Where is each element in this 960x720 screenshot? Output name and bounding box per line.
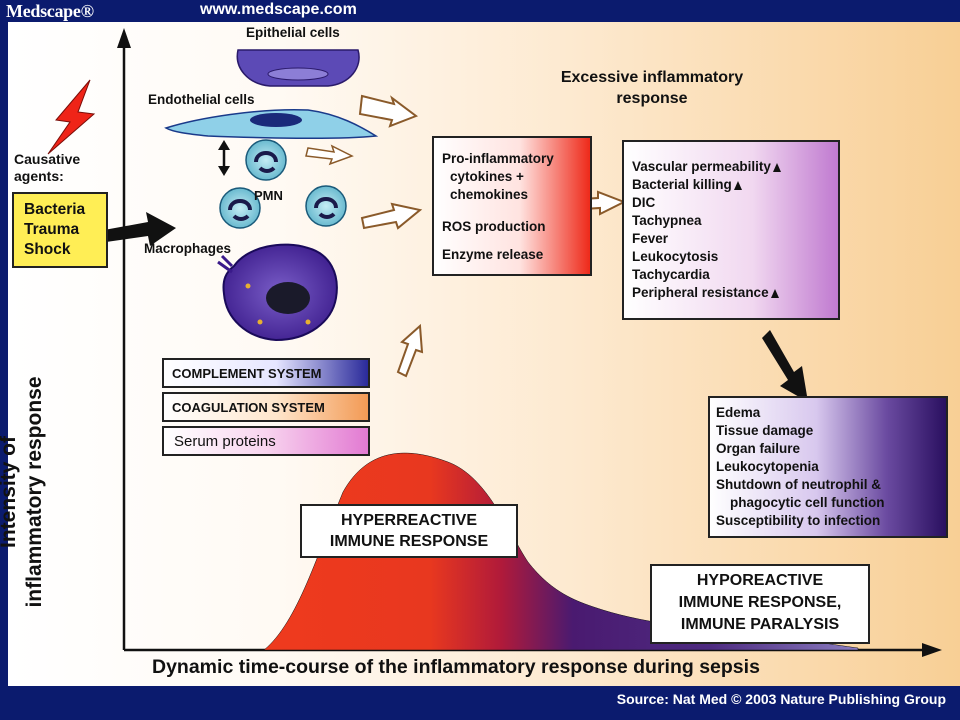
consequence-item: Shutdown of neutrophil & <box>716 477 881 492</box>
pmn-cell-icon <box>245 139 287 181</box>
cause-item: Trauma <box>24 221 80 238</box>
serum-proteins-label: Serum proteins <box>174 433 276 450</box>
endothelial-cells-label: Endothelial cells <box>148 92 255 107</box>
hyporeactive-line: IMMUNE RESPONSE, <box>678 594 842 611</box>
pmn-cell-icon <box>305 185 347 227</box>
effect-item: Bacterial killing <box>632 176 742 195</box>
hyporeactive-box: HYPOREACTIVE IMMUNE RESPONSE, IMMUNE PAR… <box>650 564 870 644</box>
pmn-label: PMN <box>254 188 283 203</box>
hyperreactive-line: IMMUNE RESPONSE <box>329 533 489 550</box>
hyperreactive-line: HYPERREACTIVE <box>340 512 478 529</box>
macrophage-cell-icon <box>217 243 338 342</box>
effect-item: Fever <box>632 231 669 246</box>
y-axis-label: Intensity of inflammatory response <box>0 376 46 608</box>
effect-item: Tachycardia <box>632 267 710 282</box>
causes-box: Bacteria Trauma Shock <box>12 192 108 268</box>
x-axis-label: Dynamic time-course of the inflammatory … <box>152 656 760 678</box>
hollow-arrow-icon <box>358 94 419 128</box>
endothelial-cell-icon <box>164 108 379 140</box>
mediator-item: cytokines + <box>450 169 524 184</box>
effect-item: DIC <box>632 195 656 210</box>
bottom-bar: Source: Nat Med © 2003 Nature Publishing… <box>0 686 960 720</box>
epithelial-cells-label: Epithelial cells <box>246 25 340 40</box>
consequence-item: Leukocytopenia <box>716 459 819 474</box>
arrow-up-icon <box>770 289 779 298</box>
consequence-item: Organ failure <box>716 441 801 456</box>
effects-box: Vascular permeability Bacterial killing … <box>622 140 840 320</box>
effect-item: Peripheral resistance <box>632 284 779 303</box>
complement-system-box: COMPLEMENT SYSTEM <box>162 358 370 388</box>
arrow-up-icon <box>733 181 742 190</box>
black-arrow-icon <box>762 330 808 402</box>
effect-item: Vascular permeability <box>632 158 781 177</box>
diagram-canvas <box>47 28 942 657</box>
epithelial-cell-icon <box>236 49 360 87</box>
hollow-arrow-icon <box>305 144 354 166</box>
source-credit: Source: Nat Med © 2003 Nature Publishing… <box>616 691 946 707</box>
hyporeactive-line: IMMUNE PARALYSIS <box>680 616 840 633</box>
excessive-response-title: Excessive inflammatory response <box>560 69 744 107</box>
causative-agents-title: Causative agents: <box>14 151 81 184</box>
cause-item: Bacteria <box>24 201 86 218</box>
coagulation-system-box: COAGULATION SYSTEM <box>162 392 370 422</box>
macrophages-label: Macrophages <box>144 241 232 256</box>
consequence-item: phagocytic cell function <box>730 495 885 510</box>
black-arrow-icon <box>104 212 176 246</box>
top-bar: Medscape® www.medscape.com <box>0 0 960 22</box>
hyperreactive-box: HYPERREACTIVE IMMUNE RESPONSE <box>300 504 518 558</box>
complement-system-label: COMPLEMENT SYSTEM <box>172 366 322 381</box>
effect-item: Tachypnea <box>632 213 702 228</box>
consequences-box: Edema Tissue damage Organ failure Leukoc… <box>708 396 948 538</box>
diagram-panel: Causative agents: Bacteria Trauma Shock … <box>0 22 960 686</box>
hollow-arrow-icon <box>360 202 423 230</box>
coagulation-system-label: COAGULATION SYSTEM <box>172 400 325 415</box>
cause-item: Shock <box>24 241 71 258</box>
brand-logo: Medscape® <box>6 1 94 21</box>
arrow-up-icon <box>772 163 781 172</box>
hyporeactive-line: HYPOREACTIVE <box>696 572 824 589</box>
double-arrow-icon <box>218 140 230 176</box>
pmn-cell-icon <box>219 187 261 229</box>
serum-proteins-box: Serum proteins <box>162 426 370 456</box>
consequence-item: Edema <box>716 405 761 420</box>
mediator-item: ROS production <box>442 219 546 234</box>
consequence-item: Susceptibility to infection <box>716 513 881 528</box>
lightning-icon <box>47 79 96 155</box>
mediator-item: Pro-inflammatory <box>442 151 554 166</box>
x-axis-arrowhead <box>922 643 942 657</box>
effect-item: Leukocytosis <box>632 249 719 264</box>
hollow-arrow-icon <box>396 323 424 378</box>
consequence-item: Tissue damage <box>716 423 814 438</box>
site-url[interactable]: www.medscape.com <box>200 1 357 18</box>
y-axis-arrowhead <box>117 28 131 48</box>
mediator-item: chemokines <box>450 187 529 202</box>
mediators-box: Pro-inflammatory cytokines + chemokines … <box>432 136 592 276</box>
mediator-item: Enzyme release <box>442 247 544 262</box>
